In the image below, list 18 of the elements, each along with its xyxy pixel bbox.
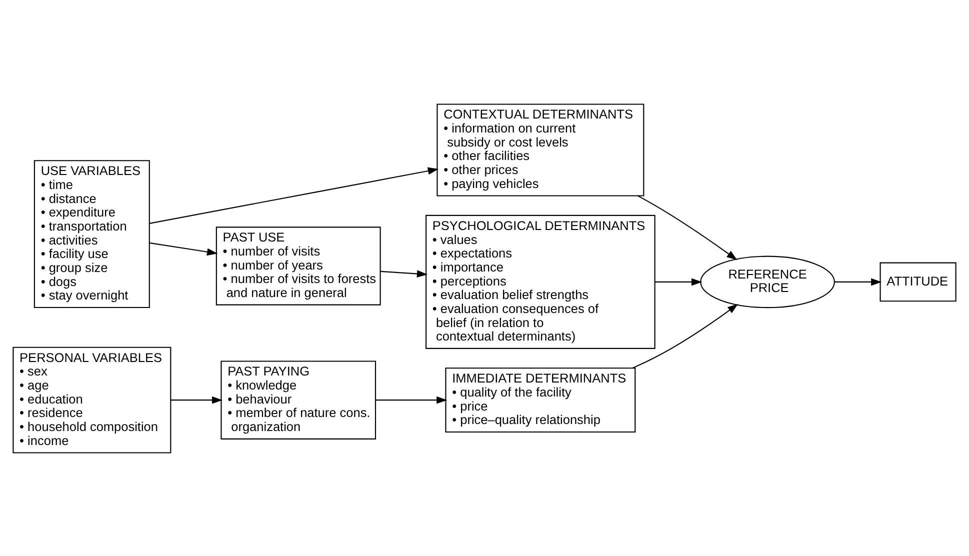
node-box: PERSONAL VARIABLES • sex • age • education • residence • household composition • income: [12, 346, 172, 453]
arrow: [834, 278, 882, 286]
node-box: ATTITUDE: [880, 262, 956, 302]
node-box: PAST USE • number of visits • number of years • number of visits to forests and nature in general: [216, 226, 381, 305]
arrow: [638, 194, 738, 260]
node-box: CONTEXTUAL DETERMINANTS • information on current subsidy or cost levels • other facilities • other prices • paying vehicles: [436, 103, 644, 196]
node-box: PSYCHOLOGICAL DETERMINANTS • values • expectations • importance • perceptions • evaluation belief strengths • evaluation consequences of belief (in relation to contextual determinants): [426, 214, 656, 348]
arrow: [376, 396, 448, 404]
node-box: USE VARIABLES • time • distance • expenditure • transportation • activities • facility use • group size • dogs • stay overnight: [34, 160, 150, 308]
arrow: [632, 303, 738, 368]
arrow: [149, 166, 439, 224]
arrow: [380, 270, 428, 278]
node-box: PAST PAYING • knowledge • behaviour • member of nature cons. organization: [220, 360, 376, 439]
arrow: [654, 278, 702, 286]
node-box: IMMEDIATE DETERMINANTS • quality of the facility • price • price–quality relationship: [445, 367, 636, 432]
arrow: [150, 242, 218, 256]
arrow: [170, 396, 223, 404]
node-ellipse: REFERENCE PRICE: [700, 255, 835, 308]
